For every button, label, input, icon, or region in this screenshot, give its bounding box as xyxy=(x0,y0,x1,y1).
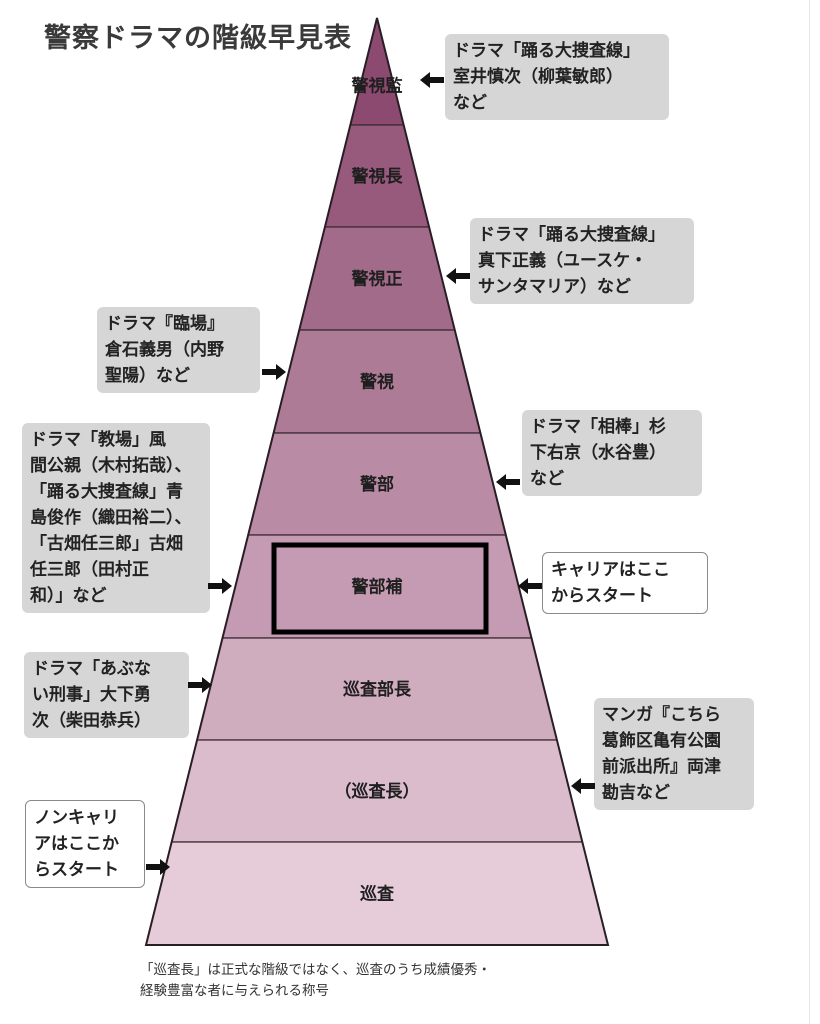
highlight-box xyxy=(271,542,489,635)
chart-title: 警察ドラマの階級早見表 xyxy=(44,23,352,54)
arrow-right-icon xyxy=(262,364,286,380)
callout-noncareer: ノンキャリ アはここか らスタート xyxy=(25,800,145,888)
arrow-left-icon xyxy=(518,578,542,594)
arrow-right-icon xyxy=(208,578,232,594)
rank-label: 警視 xyxy=(359,372,394,393)
tier-1 xyxy=(349,17,405,126)
rank-label: 警部 xyxy=(359,474,394,495)
callout-keibu: ドラマ「相棒」杉 下右京（水谷豊） など xyxy=(522,410,702,496)
page-edge-line xyxy=(809,0,810,1024)
arrow-right-icon xyxy=(188,677,212,693)
rank-label: （巡査長） xyxy=(335,781,420,802)
footnote: 「巡査長」は正式な階級ではなく、巡査のうち成績優秀・ 経験豊富な者に与えられる称… xyxy=(140,962,491,999)
arrow-left-icon xyxy=(571,778,595,794)
rank-label: 巡査部長 xyxy=(343,679,412,700)
callout-junsabucho: ドラマ「あぶな い刑事」大下勇 次（柴田恭兵） xyxy=(24,652,189,738)
callout-junsacho: マンガ『こちら 葛飾区亀有公園 前派出所』両津 勘吉など xyxy=(594,698,754,810)
arrow-left-icon xyxy=(420,72,444,88)
callout-keishisei: ドラマ「踊る大捜査線」 真下正義（ユースケ・ サンタマリア）など xyxy=(470,218,694,304)
rank-label: 警視正 xyxy=(351,269,403,290)
arrow-left-icon xyxy=(496,474,520,490)
pyramid-outline xyxy=(144,17,610,946)
arrow-left-icon xyxy=(446,268,470,284)
rank-label: 巡査 xyxy=(360,884,395,905)
callout-keishi: ドラマ『臨場』 倉石義男（内野 聖陽）など xyxy=(97,307,260,393)
callout-keishikan: ドラマ「踊る大捜査線」 室井慎次（柳葉敏郎） など xyxy=(445,34,669,120)
arrow-right-icon xyxy=(146,859,170,875)
rank-label: 警視長 xyxy=(351,166,404,187)
callout-career: キャリアはここ からスタート xyxy=(542,552,708,614)
rank-label: 警部補 xyxy=(351,577,403,598)
rank-label: 警視監 xyxy=(351,76,403,97)
callout-keibuho: ドラマ「教場」風 間公親（木村拓哉）、 「踊る大捜査線」青 島俊作（織田裕二）、… xyxy=(22,423,210,613)
